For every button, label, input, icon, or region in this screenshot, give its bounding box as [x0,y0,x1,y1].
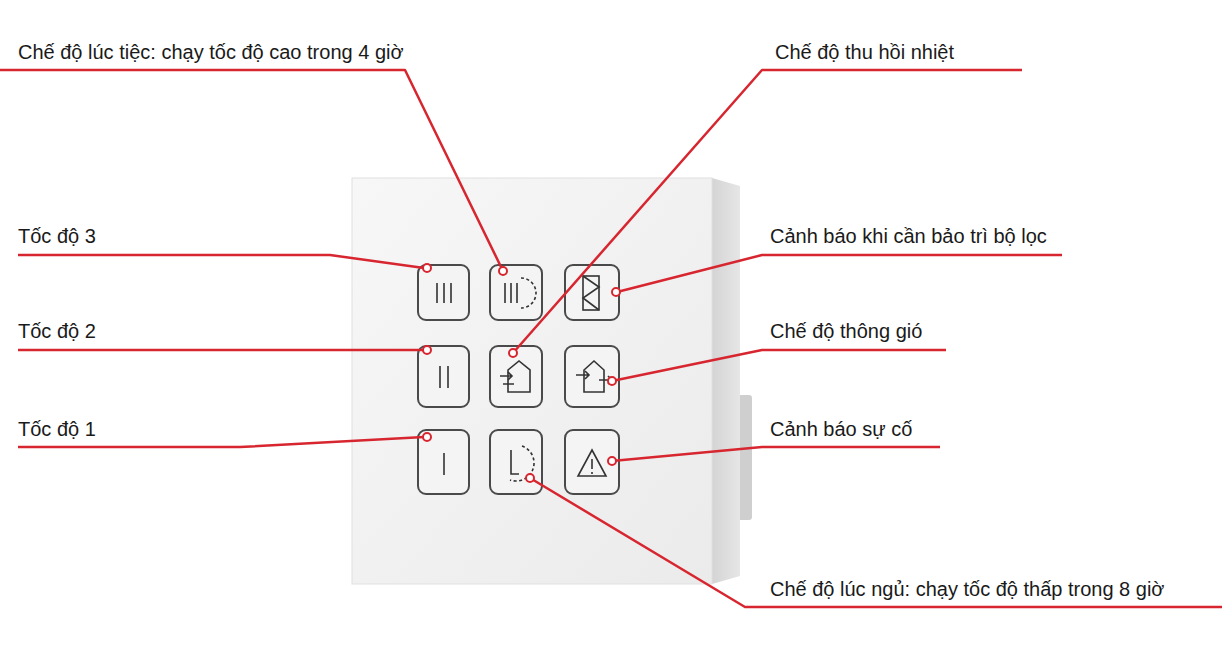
callout-label: Tốc độ 3 [18,224,96,248]
leader-line [612,447,940,461]
button-sleep [490,430,542,494]
vent-arrows [576,371,612,384]
callout-label: Cảnh báo sự cố [770,417,912,441]
panel-side [712,178,740,584]
callout-label: Chế độ lúc tiệc: chạy tốc độ cao trong 4… [18,40,404,64]
button-party [490,265,542,320]
filter-frame [583,276,599,310]
leader-dot [423,433,431,441]
leader-line [617,255,1062,292]
leader-dot [423,264,431,272]
button-ventilation [565,346,619,407]
leader-dot [499,267,507,275]
leader-dot [526,474,534,482]
leader-dot [608,377,616,385]
leader-line [0,70,503,271]
button-speed-3 [418,265,469,320]
alarm-mark [591,459,593,474]
leader-dot [423,346,431,354]
callout-label: Chế độ thu hồi nhiệt [775,40,954,64]
leader-dot [612,288,620,296]
filter-zigzag [583,276,599,310]
leader-lines [0,70,1222,607]
leader-line [18,349,424,352]
button-speed-1 [418,430,469,494]
alarm-triangle [578,450,606,476]
callout-label: Tốc độ 1 [18,417,96,441]
button-filter [565,265,619,320]
leader-dots [423,264,620,482]
button-alarm [565,430,619,494]
leader-line [530,478,1222,607]
callout-label: Cảnh báo khi cần bảo trì bộ lọc [770,224,1047,248]
callout-label: Chế độ lúc ngủ: chạy tốc độ thấp trong 8… [770,577,1164,601]
sleep-arc [510,446,534,481]
speed-3-symbol [437,283,451,303]
buttons [418,265,619,494]
speed-2-symbol [440,366,448,388]
leader-line [18,255,424,268]
leader-line [513,70,1022,353]
panel-face [352,178,712,584]
leader-dot [608,457,616,465]
callout-label: Chế độ thông gió [770,319,922,343]
leader-line [612,350,946,381]
leader-dot [509,349,517,357]
callout-label: Tốc độ 2 [18,319,96,343]
heat-arrows [500,372,514,384]
button-heat-recovery [490,346,542,407]
mount-bracket [738,395,752,520]
party-arc [521,278,536,308]
button-speed-2 [418,346,469,407]
button-symbols [437,276,612,481]
party-symbol [505,283,517,303]
sleep-symbol [511,450,519,474]
speed-1-symbol [443,453,445,475]
